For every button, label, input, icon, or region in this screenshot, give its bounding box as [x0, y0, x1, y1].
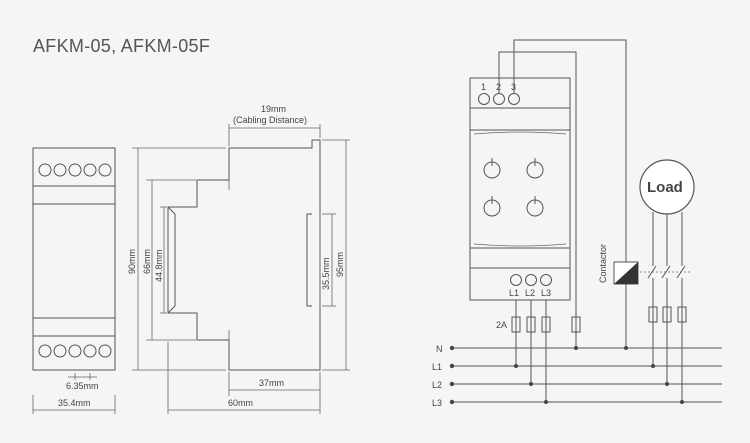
contactor: Contactor	[598, 244, 639, 348]
wiring-diagram: 1 2 3 L1 L2 L3	[432, 39, 722, 408]
load: Load	[639, 159, 695, 262]
dimension-66mm: 66mm	[142, 249, 152, 274]
line-l3-label: L3	[432, 398, 442, 408]
relay-bottom-terminals: L1 L2 L3	[509, 274, 552, 298]
wire-terminal-2	[498, 51, 577, 348]
contactor-switches	[640, 262, 692, 402]
line-n-label: N	[436, 344, 443, 354]
side-view: 19mm (Cabling Distance) 90mm 66mm 44.8mm…	[127, 104, 350, 414]
cabling-distance-label: (Cabling Distance)	[233, 115, 307, 125]
din-clip	[167, 206, 176, 314]
supply-lines: N L1 L2 L3	[432, 344, 722, 408]
dimension-95mm: 95mm	[335, 252, 345, 277]
dimension-44-8mm: 44.8mm	[154, 249, 164, 282]
load-label: Load	[647, 179, 683, 196]
fuse-rating-label: 2A	[496, 320, 507, 330]
cabling-distance-value: 19mm	[261, 104, 286, 114]
relay-body	[469, 77, 571, 301]
line-l2-label: L2	[432, 380, 442, 390]
dimension-37mm: 37mm	[259, 378, 284, 388]
terminal-l1-label: L1	[509, 288, 519, 298]
terminal-l3-label: L3	[541, 288, 551, 298]
dimension-60mm: 60mm	[228, 398, 253, 408]
terminal-l2-label: L2	[525, 288, 535, 298]
dimension-90mm: 90mm	[127, 249, 137, 274]
page-title: AFKM-05, AFKM-05F	[33, 36, 211, 56]
front-bottom-terminals	[38, 344, 112, 358]
side-profile	[167, 139, 321, 371]
line-l1-label: L1	[432, 362, 442, 372]
wire-terminal-3	[513, 39, 627, 262]
contactor-label: Contactor	[598, 244, 608, 283]
fuses: 2A	[496, 316, 581, 333]
pitch-dimension-label: 6.35mm	[66, 381, 99, 391]
width-dimension-label: 35.4mm	[58, 398, 91, 408]
terminal-1-label: 1	[481, 82, 486, 92]
relay-knobs	[483, 158, 544, 217]
dimension-35-5mm: 35.5mm	[321, 257, 331, 290]
front-top-terminals	[38, 163, 112, 177]
front-housing	[32, 147, 116, 371]
front-view: 6.35mm 35.4mm	[32, 147, 116, 414]
